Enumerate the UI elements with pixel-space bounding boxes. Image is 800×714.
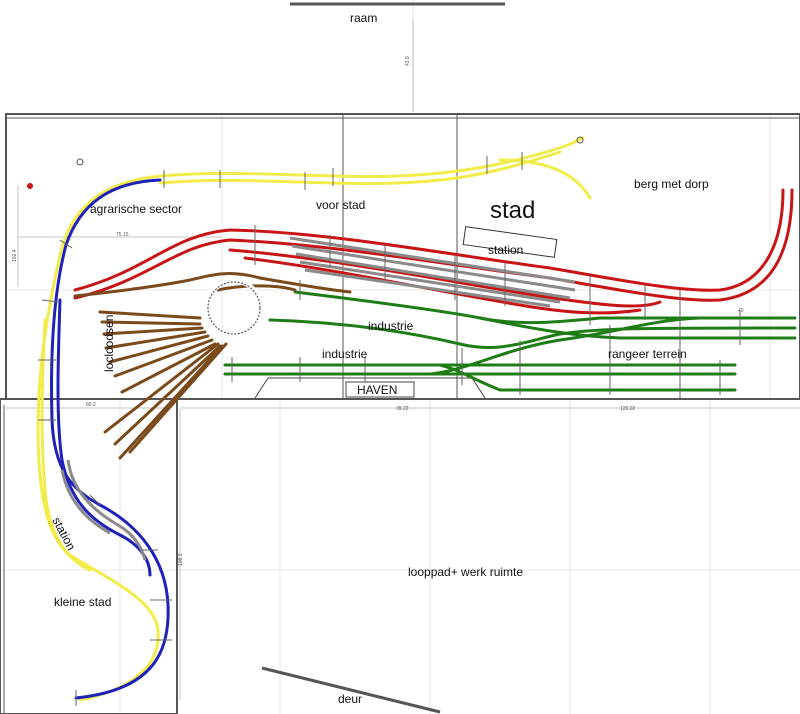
dim-3922: 39.22 (396, 406, 409, 412)
label-kleine-stad: kleine stad (54, 595, 111, 609)
dim-1082: 108.2 (178, 553, 184, 566)
dim-40: 40 (738, 308, 744, 314)
green-line (223, 290, 797, 392)
dim-12502: 125.02 (620, 406, 636, 412)
label-locloodsen: locloodsen (102, 315, 116, 372)
label-haven: HAVEN (357, 383, 397, 397)
station-left-tracks (60, 459, 147, 561)
label-industrie-2: industrie (322, 347, 368, 361)
signal-icon (27, 183, 33, 189)
blue-line (50, 178, 170, 700)
label-berg-met-dorp: berg met dorp (634, 177, 709, 191)
label-voor-stad: voor stad (316, 198, 365, 212)
dim-1024: 102.4 (12, 249, 18, 262)
label-station-top: station (488, 243, 523, 257)
haven-box (345, 381, 415, 398)
dimension-lines (6, 20, 800, 700)
dim-42: 42.8 (405, 56, 411, 66)
label-industrie-1: industrie (368, 319, 414, 333)
station-top-tracks (289, 236, 576, 308)
signal-icon (576, 136, 584, 144)
baseboard-main (5, 113, 800, 400)
red-line (73, 188, 794, 315)
door (261, 666, 441, 714)
turntable (204, 278, 264, 338)
yellow-line (36, 136, 592, 702)
dim-802: 80.2 (86, 402, 96, 408)
brown-loco-shed-tracks (73, 272, 352, 460)
label-raam: raam (350, 11, 377, 25)
signal-icon (76, 158, 84, 166)
dim-7515: 75.15 (116, 232, 129, 238)
harbour (254, 377, 486, 399)
switch-markers (38, 152, 741, 706)
baseboard-left (0, 398, 178, 714)
label-deur: deur (338, 692, 362, 706)
signal-icons (27, 136, 584, 189)
label-stad: stad (490, 197, 535, 224)
label-rangeer-terrein: rangeer terrein (608, 347, 687, 361)
label-agrarische-sector: agrarische sector (90, 202, 182, 216)
station-platform (462, 226, 558, 258)
label-looppad: looppad+ werk ruimte (408, 565, 523, 579)
